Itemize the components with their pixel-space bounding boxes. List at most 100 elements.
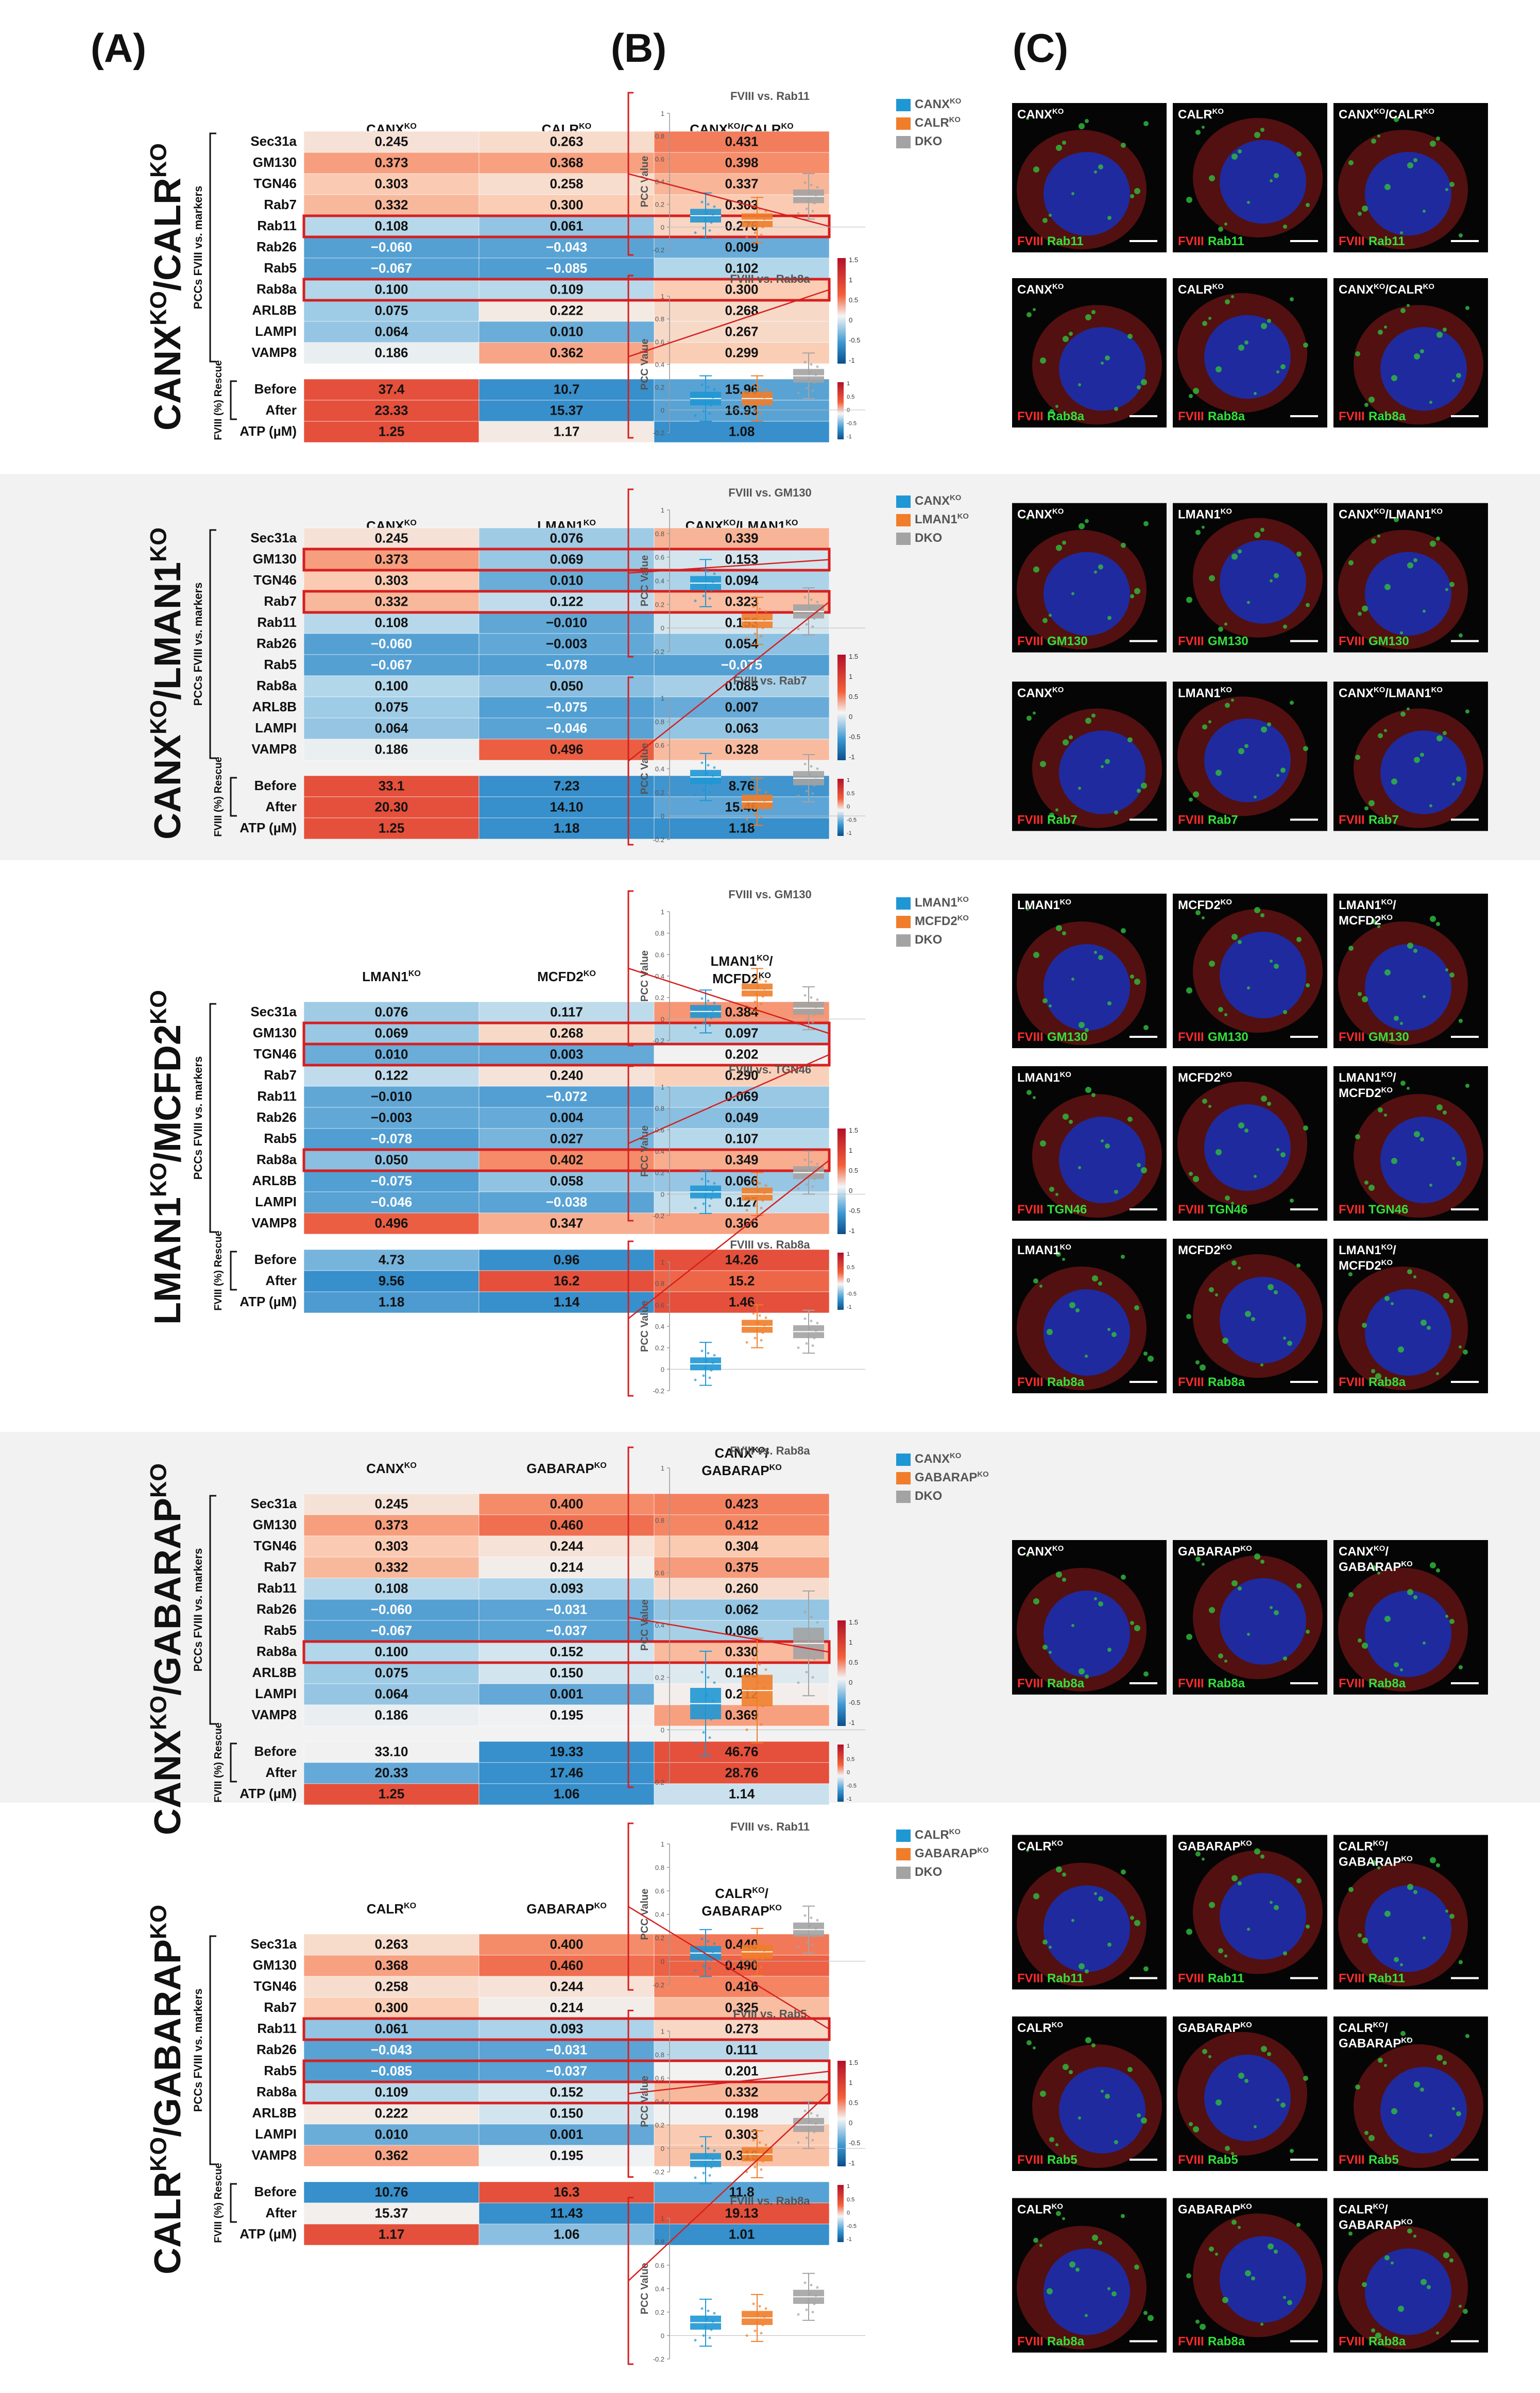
marker-puncta xyxy=(1296,1878,1302,1884)
rescue-cell xyxy=(303,421,480,443)
marker-puncta xyxy=(1193,1176,1199,1182)
marker-puncta xyxy=(1231,2152,1234,2155)
marker-puncta xyxy=(1055,405,1058,408)
marker-puncta xyxy=(1042,1939,1048,1945)
y-tick-label: 0.2 xyxy=(655,2122,664,2129)
boxplot-point xyxy=(797,2141,800,2144)
image-label: CANXKO xyxy=(1017,686,1064,700)
boxplot-point xyxy=(702,1022,705,1025)
marker-puncta xyxy=(1436,1863,1440,1868)
label-superscript: KO xyxy=(1373,2202,1384,2211)
image-channel-fviii: FVIII xyxy=(1178,1972,1204,1986)
heat-cell-value: 0.290 xyxy=(725,1068,758,1083)
marker-puncta xyxy=(1445,1909,1448,1913)
marker-puncta xyxy=(1375,2332,1381,2339)
marker-puncta xyxy=(1407,707,1410,711)
heat-cell-value: 0.258 xyxy=(550,176,583,192)
marker-puncta xyxy=(1306,203,1310,207)
marker-puncta xyxy=(1225,299,1230,304)
boxplot-point xyxy=(713,2149,716,2152)
heat-cell-value: 0.063 xyxy=(725,721,758,736)
heat-cell xyxy=(303,194,480,216)
heat-cell-value: 0.258 xyxy=(374,1979,408,1994)
heat-cell-value: 0.064 xyxy=(374,324,408,339)
label-superscript: KO xyxy=(146,990,172,1024)
marker-puncta xyxy=(1260,1560,1264,1564)
marker-puncta xyxy=(1208,1105,1211,1108)
boxplot-point xyxy=(764,1941,767,1944)
image-label-line2: MCFD2KO xyxy=(1339,1259,1393,1273)
marker-puncta xyxy=(1377,134,1380,138)
heat-cell xyxy=(654,1493,830,1515)
label-superscript: KO xyxy=(957,914,969,922)
image-label: CANXKO xyxy=(1017,508,1064,522)
y-tick-label: -0.2 xyxy=(653,836,664,844)
marker-puncta xyxy=(1121,542,1126,548)
label-superscript: KO xyxy=(781,122,794,131)
marker-puncta xyxy=(1459,1019,1463,1023)
marker-puncta xyxy=(1143,1966,1149,1972)
boxplot-point xyxy=(708,1736,711,1739)
heat-cell xyxy=(654,2081,830,2104)
boxplot-point xyxy=(707,1940,710,1943)
heat-cell-value: 0.107 xyxy=(725,1131,758,1147)
heat-legend-bar xyxy=(837,655,846,760)
heat-cell xyxy=(478,1212,655,1235)
nucleus xyxy=(1059,1117,1145,1203)
heat-cell-value: 0.150 xyxy=(550,1665,583,1681)
heat-cell-value: 0.245 xyxy=(374,531,408,546)
marker-puncta xyxy=(1245,1311,1251,1317)
y-tick-label: 0.6 xyxy=(655,742,664,749)
heat-cell xyxy=(654,1107,830,1129)
heat-cell-value: 0.244 xyxy=(550,1979,584,1994)
marker-puncta xyxy=(1105,355,1110,361)
marker-puncta xyxy=(1407,1884,1413,1890)
marker-puncta xyxy=(1283,225,1287,229)
y-tick-label: -0.2 xyxy=(653,2168,664,2176)
marker-puncta xyxy=(1143,121,1149,126)
marker-puncta xyxy=(1362,2282,1367,2287)
label-superscript: KO xyxy=(785,518,798,527)
heat-cell-value: 0.100 xyxy=(374,1644,408,1660)
column-header: LMAN1KO/ xyxy=(711,953,773,969)
marker-puncta xyxy=(1400,631,1403,635)
y-tick-label: 1 xyxy=(661,1840,664,1848)
marker-puncta xyxy=(1436,1568,1440,1572)
image-label: CALRKO xyxy=(1178,283,1224,297)
label-base: CALR xyxy=(915,116,949,130)
marker-puncta xyxy=(1141,2117,1147,2124)
marker-puncta xyxy=(1283,2296,1286,2299)
image-channel-fviii: FVIII xyxy=(1339,1972,1365,1986)
label-superscript: KO xyxy=(146,1905,172,1939)
boxplot-point xyxy=(694,2339,697,2342)
rescue-legend-tick: -1 xyxy=(847,830,852,836)
boxplot-point xyxy=(761,807,764,810)
marker-puncta xyxy=(1362,1643,1368,1649)
marker-puncta xyxy=(1303,1125,1308,1131)
boxplot-point xyxy=(816,186,819,189)
marker-puncta xyxy=(1033,952,1039,958)
heat-cell-value: 0.093 xyxy=(550,2021,583,2037)
heat-cell xyxy=(303,1191,480,1213)
boxplot-point xyxy=(813,1935,816,1938)
boxplot-point xyxy=(694,414,697,417)
image-channel-marker: Rab8a xyxy=(1047,1375,1085,1389)
marker-puncta xyxy=(1033,2237,1038,2243)
marker-puncta xyxy=(1270,960,1273,963)
marker-puncta xyxy=(1216,770,1222,776)
label-base: MCFD2 xyxy=(1339,1259,1381,1273)
label-base: LMAN1 xyxy=(711,953,757,969)
heat-cell-value: 0.111 xyxy=(726,2042,758,2058)
rescue-cell-value: 8.76 xyxy=(729,778,755,794)
row-label: Rab8a xyxy=(256,281,297,297)
marker-puncta xyxy=(1231,1580,1238,1586)
boxplot-point xyxy=(694,793,697,796)
y-tick-label: 1 xyxy=(661,694,664,702)
marker-puncta xyxy=(1260,913,1264,917)
y-tick-label: 0.8 xyxy=(655,315,664,323)
rescue-legend-tick: 0 xyxy=(847,2210,850,2216)
marker-puncta xyxy=(1208,317,1211,320)
label-base: CANX xyxy=(1339,108,1374,122)
